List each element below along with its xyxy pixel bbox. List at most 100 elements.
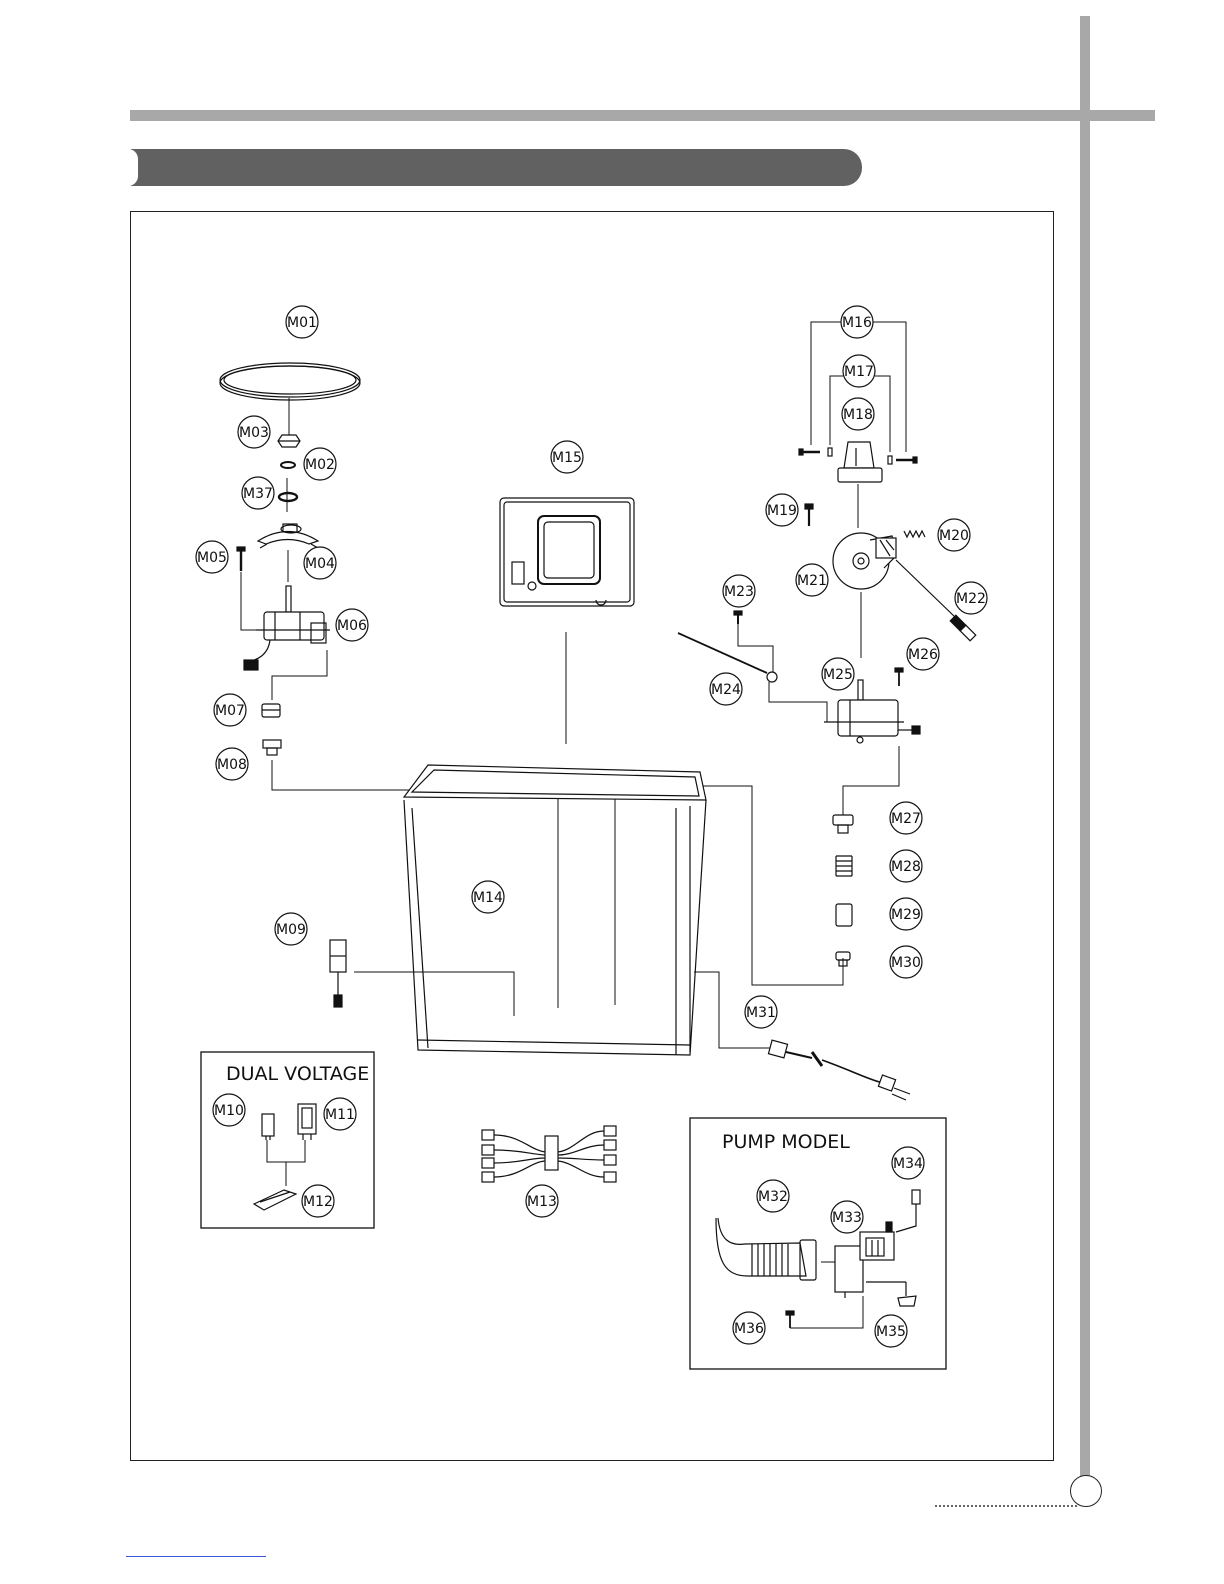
label-bubble-m07: M07	[214, 694, 246, 726]
label-bubble-m28: M28	[890, 850, 922, 882]
part-label-m37: M37	[243, 486, 273, 502]
belt-part	[220, 363, 360, 400]
part-label-m08: M08	[217, 757, 247, 773]
label-bubble-m32: M32	[757, 1180, 789, 1212]
part-label-m06: M06	[337, 618, 367, 634]
nut-part	[278, 435, 300, 447]
part-label-m10: M10	[214, 1103, 244, 1119]
part-label-m16: M16	[842, 315, 872, 331]
label-bubble-m16: M16	[841, 306, 873, 338]
part-label-m09: M09	[276, 922, 306, 938]
part-label-m23: M23	[724, 584, 754, 600]
label-bubble-m12: M12	[302, 1185, 334, 1217]
part-label-m32: M32	[758, 1189, 788, 1205]
motor-part	[244, 586, 330, 670]
leader-lines	[241, 322, 906, 1328]
label-bubble-m19: M19	[766, 494, 798, 526]
label-bubble-m37: M37	[242, 477, 274, 509]
label-bubble-m25: M25	[822, 658, 854, 690]
label-bubble-m14: M14	[472, 881, 504, 913]
label-bubble-m17: M17	[843, 355, 875, 387]
selector-switch-part	[298, 1104, 316, 1140]
label-bubble-m22: M22	[955, 582, 987, 614]
label-bubble-m03: M03	[238, 416, 270, 448]
part-label-m34: M34	[893, 1156, 923, 1172]
screw-part	[237, 547, 245, 571]
label-bubble-m02: M02	[304, 448, 336, 480]
label-bubble-m18: M18	[842, 398, 874, 430]
washer-part	[888, 456, 892, 464]
capacitor-part	[262, 1114, 274, 1140]
label-bubble-m04: M04	[304, 547, 336, 579]
part-label-m15: M15	[552, 450, 582, 466]
part-label-m03: M03	[239, 425, 269, 441]
part-label-m27: M27	[891, 811, 921, 827]
label-bubble-m34: M34	[892, 1147, 924, 1179]
part-label-m20: M20	[939, 528, 969, 544]
part-label-m33: M33	[832, 1210, 862, 1226]
screw-part	[734, 611, 742, 624]
part-label-m36: M36	[734, 1321, 764, 1337]
screw-part	[896, 457, 917, 463]
label-bubble-m29: M29	[890, 898, 922, 930]
label-bubble-m26: M26	[907, 638, 939, 670]
part-label-m25: M25	[823, 667, 853, 683]
sleeve-part	[836, 904, 852, 926]
part-label-m04: M04	[305, 556, 335, 572]
part-label-m12: M12	[303, 1194, 333, 1210]
label-bubble-m36: M36	[733, 1312, 765, 1344]
label-bubble-m10: M10	[213, 1094, 245, 1126]
label-bubble-m05: M05	[196, 541, 228, 573]
screw-part	[895, 668, 903, 686]
label-bubble-m13: M13	[526, 1185, 558, 1217]
label-bubble-m11: M11	[324, 1098, 356, 1130]
power-cord-part	[768, 1040, 910, 1100]
drain-hose-part	[716, 1218, 816, 1280]
screw-part	[786, 1311, 794, 1328]
screw-part	[805, 504, 813, 526]
label-bubble-m09: M09	[275, 913, 307, 945]
label-bubble-m15: M15	[551, 441, 583, 473]
foot-part	[263, 740, 281, 755]
washer-part	[281, 462, 295, 468]
washer-part	[279, 493, 297, 501]
part-label-m14: M14	[473, 890, 503, 906]
label-bubble-m33: M33	[831, 1201, 863, 1233]
label-bubble-m08: M08	[216, 748, 248, 780]
label-bubble-m21: M21	[796, 564, 828, 596]
label-bubble-m31: M31	[745, 996, 777, 1028]
dual-voltage-title: DUAL VOLTAGE	[226, 1063, 369, 1085]
label-bubble-m30: M30	[890, 946, 922, 978]
part-label-m26: M26	[908, 647, 938, 663]
tub-part	[404, 765, 706, 1055]
part-label-m30: M30	[891, 955, 921, 971]
harness-part	[482, 1126, 616, 1182]
label-bubble-m35: M35	[875, 1315, 907, 1347]
part-label-m22: M22	[956, 591, 986, 607]
part-label-m07: M07	[215, 703, 245, 719]
switch-part	[330, 940, 346, 1007]
part-label-m29: M29	[891, 907, 921, 923]
part-label-m17: M17	[844, 364, 874, 380]
part-label-m18: M18	[843, 407, 873, 423]
pump-model-title: PUMP MODEL	[722, 1131, 850, 1153]
label-bubble-m24: M24	[710, 673, 742, 705]
part-label-m24: M24	[711, 682, 741, 698]
bracket-part	[838, 442, 882, 482]
cap-part	[833, 815, 853, 833]
part-label-m35: M35	[876, 1324, 906, 1340]
part-label-m02: M02	[305, 457, 335, 473]
spring-part	[836, 856, 852, 876]
part-label-m19: M19	[767, 503, 797, 519]
label-bubble-m01: M01	[286, 306, 318, 338]
label-bubble-m20: M20	[938, 519, 970, 551]
bracket-part	[866, 1282, 916, 1306]
part-label-m13: M13	[527, 1194, 557, 1210]
timer-part	[833, 533, 896, 589]
part-label-m05: M05	[197, 550, 227, 566]
pump-wire-part	[896, 1190, 920, 1232]
label-bubble-m27: M27	[890, 802, 922, 834]
part-label-m11: M11	[325, 1107, 355, 1123]
part-label-m31: M31	[746, 1005, 776, 1021]
